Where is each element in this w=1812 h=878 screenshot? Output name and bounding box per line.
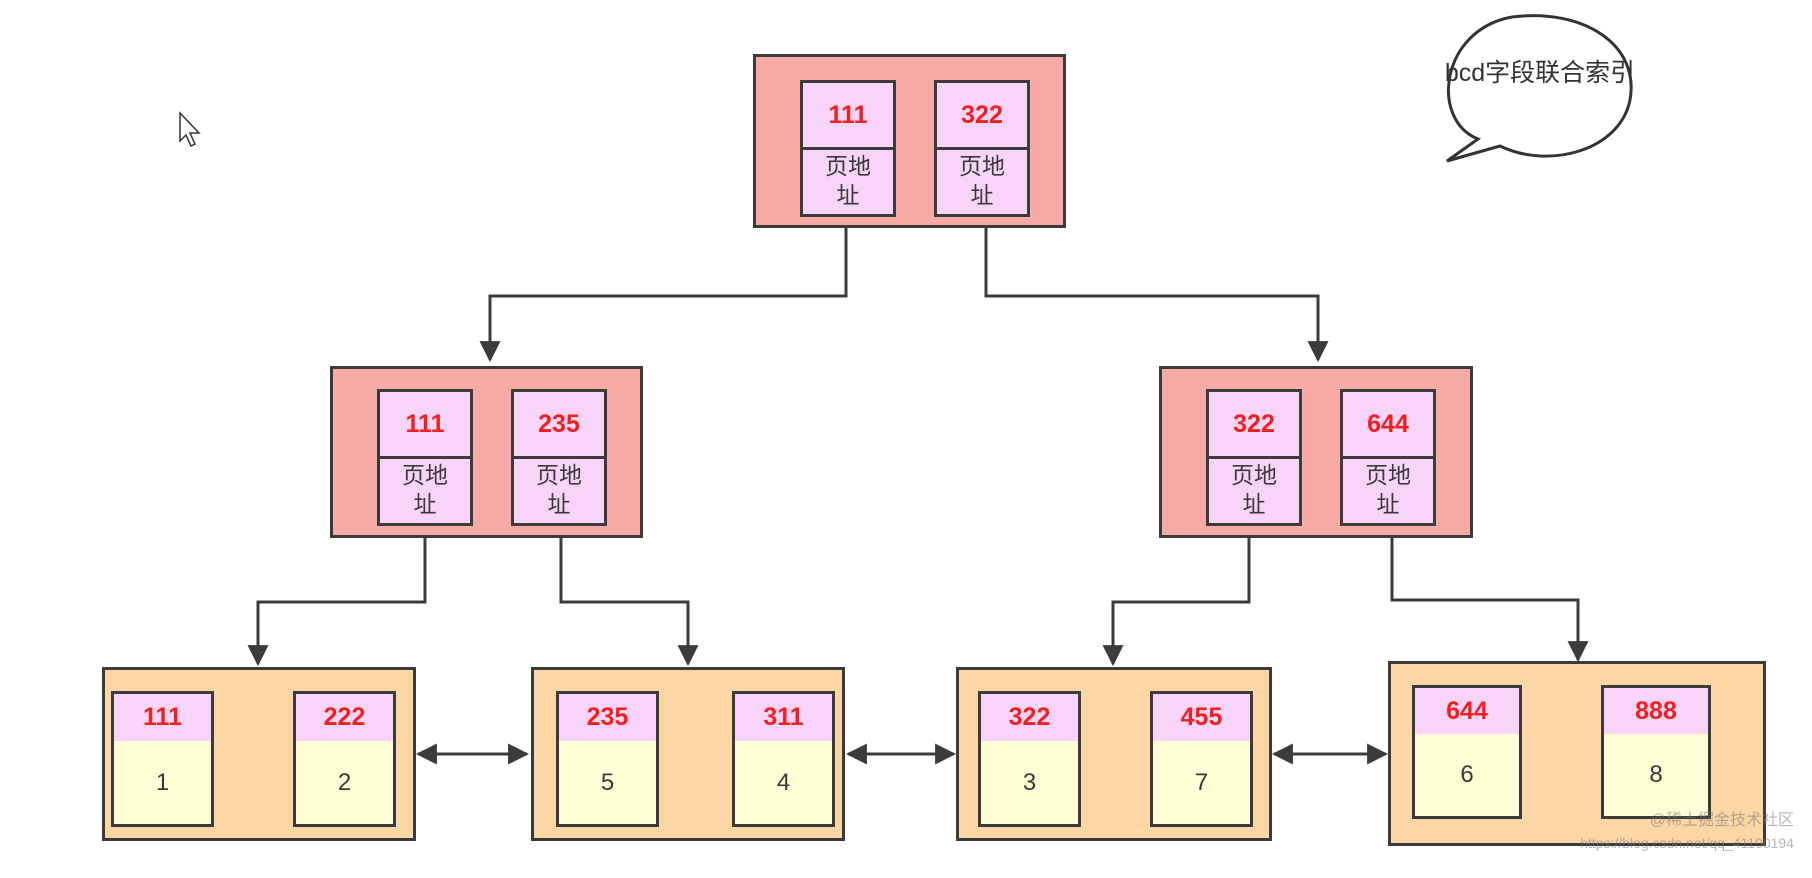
entry-page-address: 页地址 (1365, 461, 1411, 517)
watermark: @稀土掘金技术社区 https://blog.csdn.net/qq_41100… (1580, 810, 1794, 854)
leaf-node-1: 111 1 222 2 (102, 667, 416, 841)
entry-value: 5 (559, 741, 656, 824)
entry-key: 111 (380, 392, 470, 459)
entry-key: 322 (981, 694, 1078, 744)
leaf-node-2: 235 5 311 4 (531, 667, 845, 841)
leaf-4-entry-1: 644 6 (1412, 685, 1522, 819)
internal-node-2: 322 页地址 644 页地址 (1159, 366, 1473, 538)
connector-root-to-internal-2 (984, 228, 1329, 363)
root-entry-2: 322 页地址 (934, 80, 1030, 217)
mouse-cursor-icon (179, 111, 201, 148)
entry-key: 322 (937, 83, 1027, 150)
leaf-1-entry-2: 222 2 (293, 691, 396, 827)
entry-value: 6 (1415, 734, 1519, 816)
internal-1-entry-2: 235 页地址 (511, 389, 607, 526)
entry-key: 111 (803, 83, 893, 150)
root-entry-1: 111 页地址 (800, 80, 896, 217)
entry-key: 311 (735, 694, 832, 744)
leaf-3-entry-2: 455 7 (1150, 691, 1253, 827)
entry-page-address: 页地址 (402, 461, 448, 517)
connector-internal-2-to-leaf-4 (1390, 538, 1589, 663)
entry-key: 235 (514, 392, 604, 459)
entry-value: 8 (1604, 734, 1708, 816)
entry-value: 4 (735, 741, 832, 824)
leaf-node-4: 644 6 888 8 (1388, 661, 1766, 846)
connector-root-to-internal-1 (479, 228, 848, 363)
watermark-brand: @稀土掘金技术社区 (1649, 812, 1794, 829)
entry-key: 644 (1415, 688, 1519, 737)
entry-value: 3 (981, 741, 1078, 824)
connector-internal-2-to-leaf-3 (1102, 538, 1251, 667)
entry-value: 2 (296, 741, 393, 824)
entry-key: 888 (1604, 688, 1708, 737)
internal-2-entry-2: 644 页地址 (1340, 389, 1436, 526)
connector-internal-1-to-leaf-1 (247, 538, 427, 667)
entry-page-address: 页地址 (959, 152, 1005, 208)
entry-page-address: 页地址 (1231, 461, 1277, 517)
speech-bubble-icon (1446, 14, 1633, 163)
entry-key: 644 (1343, 392, 1433, 459)
leaf-3-entry-1: 322 3 (978, 691, 1081, 827)
entry-key: 222 (296, 694, 393, 744)
leaf-1-entry-1: 111 1 (111, 691, 214, 827)
root-node: 111 页地址 322 页地址 (753, 54, 1066, 228)
leaf-2-entry-2: 311 4 (732, 691, 835, 827)
entry-key: 111 (114, 694, 211, 744)
entry-key: 322 (1209, 392, 1299, 459)
internal-node-1: 111 页地址 235 页地址 (330, 366, 643, 538)
entry-page-address: 页地址 (825, 152, 871, 208)
connector-internal-1-to-leaf-2 (559, 538, 699, 667)
entry-key: 235 (559, 694, 656, 744)
entry-page-address: 页地址 (536, 461, 582, 517)
entry-key: 455 (1153, 694, 1250, 744)
entry-value: 7 (1153, 741, 1250, 824)
leaf-node-3: 322 3 455 7 (956, 667, 1272, 841)
internal-2-entry-1: 322 页地址 (1206, 389, 1302, 526)
leaf-2-entry-1: 235 5 (556, 691, 659, 827)
watermark-url: https://blog.csdn.net/qq_41100194 (1580, 835, 1794, 851)
internal-1-entry-1: 111 页地址 (377, 389, 473, 526)
entry-value: 1 (114, 741, 211, 824)
leaf-4-entry-2: 888 8 (1601, 685, 1711, 819)
annotation-text: bcd字段联合索引 (1444, 59, 1636, 87)
